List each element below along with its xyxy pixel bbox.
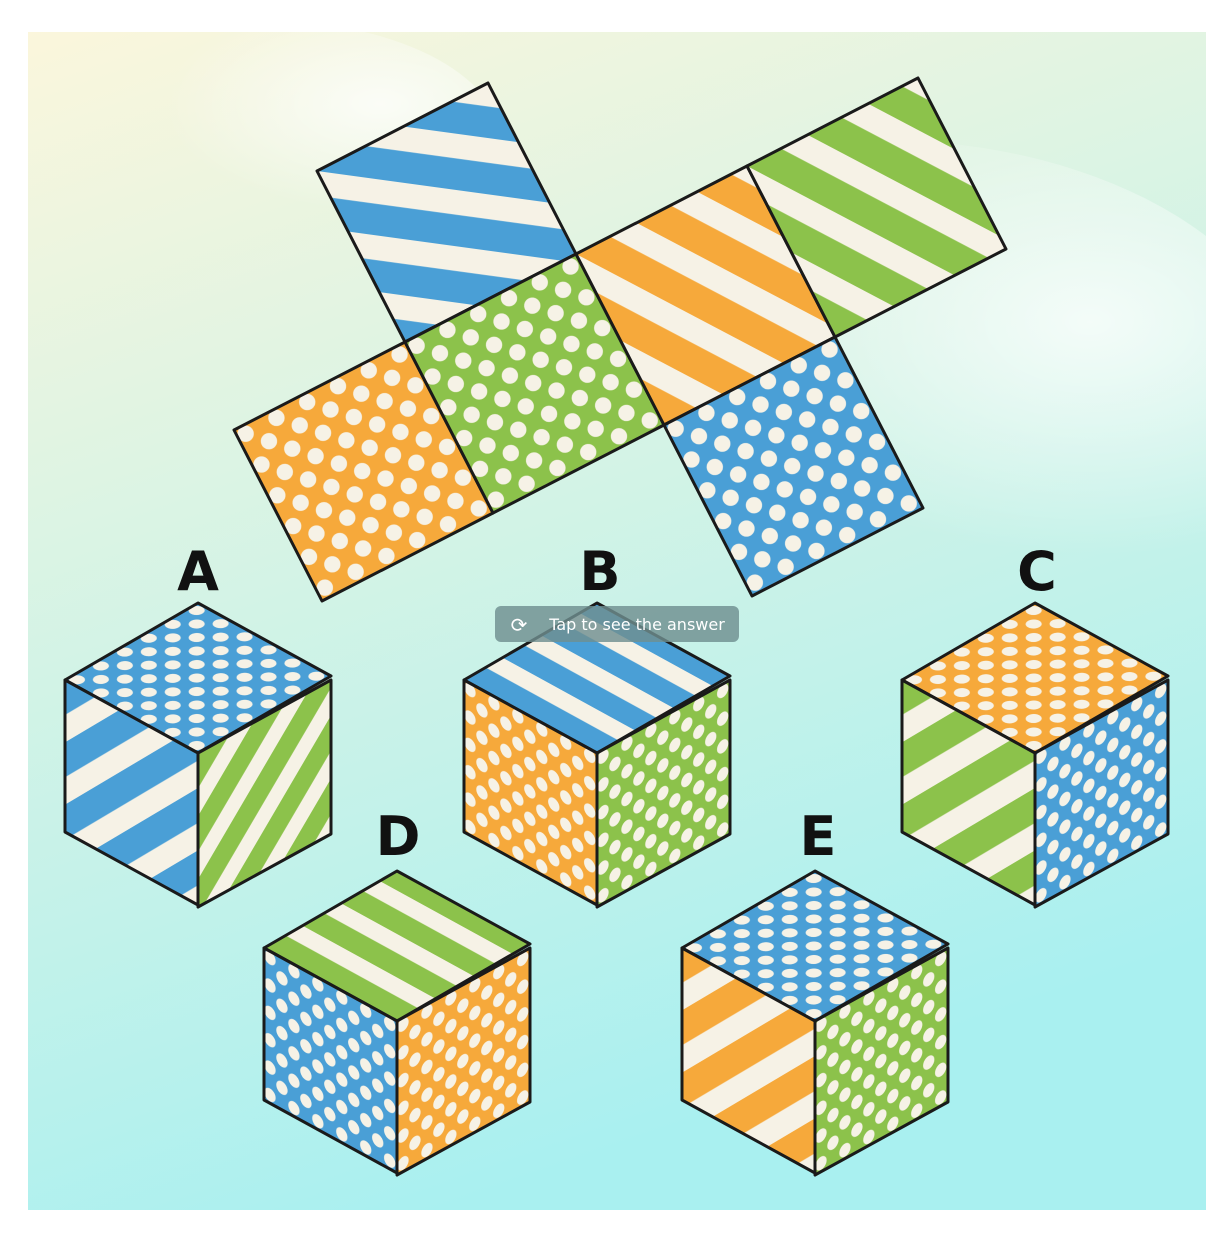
option-label-e: E — [800, 805, 837, 868]
cube-a-right-face — [196, 678, 333, 909]
refresh-icon[interactable]: ⟳ — [511, 613, 528, 637]
reveal-button-background[interactable] — [495, 606, 739, 642]
cube-net — [232, 76, 1008, 603]
cube-d-right-face — [395, 946, 532, 1177]
option-label-c: C — [1017, 540, 1057, 603]
option-cube-a[interactable] — [63, 601, 333, 909]
answer-options: A B C D E — [63, 540, 1170, 1177]
reveal-button-label[interactable]: Tap to see the answer — [548, 615, 725, 634]
option-label-b: B — [579, 540, 620, 603]
option-label-a: A — [177, 540, 219, 603]
option-cube-e[interactable] — [680, 869, 950, 1177]
reveal-answer-button[interactable]: ⟳ Tap to see the answer — [495, 606, 739, 642]
cube-e-right-face — [813, 946, 950, 1177]
option-label-d: D — [376, 805, 421, 868]
cube-b-right-face — [595, 678, 732, 909]
net-face-blue-dots — [662, 335, 925, 598]
option-cube-c[interactable] — [900, 601, 1170, 909]
option-cube-d[interactable] — [262, 869, 532, 1177]
net-face-green-stripes — [745, 76, 1008, 339]
cube-c-right-face — [1033, 678, 1170, 909]
